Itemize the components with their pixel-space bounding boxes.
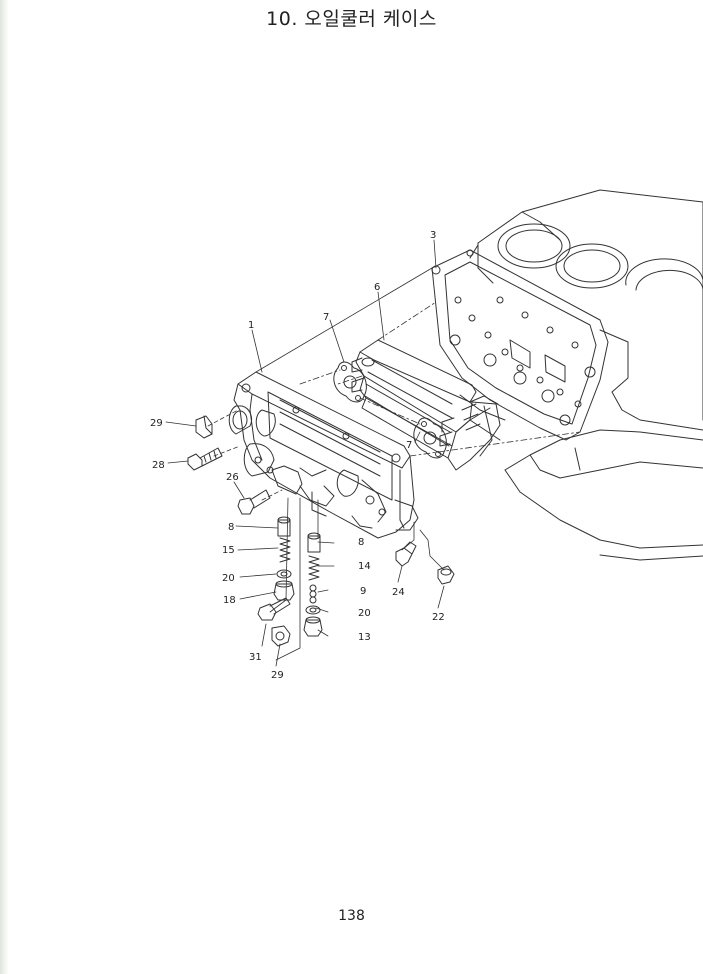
callout-13: 13 [358,632,371,643]
callout-8-left: 8 [228,522,234,533]
callout-26: 26 [226,472,239,483]
plug-13 [303,616,323,637]
gasket-7-lower [413,417,447,459]
spring-15 [279,537,291,563]
washer-20-right [305,605,321,615]
callout-20-left: 20 [222,573,235,584]
callout-29-upper: 29 [150,418,163,429]
gasket-7-upper [333,361,367,403]
gasket-3 [431,249,609,441]
callout-20-right: 20 [358,608,371,619]
callout-7-lower: 7 [406,440,412,451]
callout-7-upper: 7 [323,312,329,323]
callout-31: 31 [249,652,262,663]
callout-18: 18 [223,595,236,606]
callout-8-center: 8 [358,537,364,548]
plug-22 [437,565,455,585]
leader-lines [165,239,581,667]
callout-6: 6 [374,282,380,293]
callout-24: 24 [392,587,405,598]
page-edge [0,0,9,974]
plug-29-lower [271,625,291,647]
elbow-24 [395,541,417,567]
oil-cooler-element-6 [351,339,501,471]
callout-9: 9 [360,586,366,597]
plug-18 [273,580,295,601]
callout-29-lower: 29 [271,670,284,681]
bolt-28 [187,447,223,471]
callout-15: 15 [222,545,235,556]
callouts: 1 3 6 7 7 29 28 26 8 8 15 14 20 9 18 20 … [150,230,445,681]
bolt-31 [257,597,291,621]
plug-8-center [307,532,321,553]
oil-cooler-case-1 [228,371,419,539]
callout-3: 3 [430,230,436,241]
callout-28: 28 [152,460,165,471]
page-number: 138 [338,908,365,924]
plug-29-upper [195,415,213,439]
page-title: 10. 오일쿨러 케이스 [266,8,437,30]
callout-1: 1 [248,320,254,331]
plug-8-left [277,516,291,537]
callout-22: 22 [432,612,445,623]
bolt-26 [237,489,271,515]
washer-20-left [276,569,292,579]
engine-block [459,189,703,561]
spring-14 [308,555,320,581]
callout-14: 14 [358,561,371,572]
balls-9 [309,584,317,604]
